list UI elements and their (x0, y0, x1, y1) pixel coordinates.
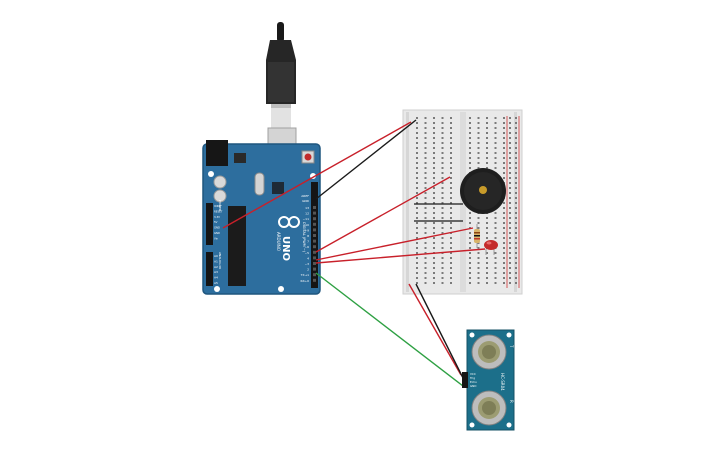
sensor-pin-label: GND (470, 384, 476, 388)
arduino-brand-label: ARDUINO (276, 232, 281, 251)
power-pin-label: GND (214, 226, 220, 230)
piezo-buzzer[interactable] (460, 168, 506, 214)
sensor-transducer-bottom-icon (471, 390, 507, 426)
red-wire-resistor (315, 227, 474, 261)
header-pin[interactable] (313, 256, 316, 260)
digital-pin-label: ~9 (305, 228, 310, 232)
sensor-pin-label: VCC (470, 372, 476, 376)
arduino-logo-icon (278, 216, 300, 228)
green-wire-sensor (315, 272, 464, 387)
gnd-label: GND (302, 199, 310, 203)
power-pin-label: IOREF (214, 204, 222, 208)
header-pin[interactable] (313, 228, 316, 232)
black-wire-gnd (315, 119, 417, 200)
red-led[interactable] (484, 240, 498, 255)
analog-label: ANALOG IN (218, 252, 222, 269)
black-wire-sensor-gnd (415, 283, 466, 383)
sensor-model-label: HC-SR04 (500, 373, 505, 391)
atmega-chip (228, 206, 246, 286)
header-pin[interactable] (313, 234, 316, 237)
header-pin[interactable] (313, 211, 316, 215)
digital-pin-label: 4 (307, 256, 309, 260)
header-pin[interactable] (313, 278, 316, 282)
breadboard[interactable] (402, 109, 523, 295)
arduino-model-label: UNO (280, 236, 291, 261)
digital-pin-label: ~6 (305, 245, 310, 249)
red-wire-led (315, 248, 486, 264)
header-pin[interactable] (313, 245, 316, 249)
header-pin[interactable] (313, 273, 316, 277)
digital-pin-label: ~5 (305, 251, 310, 255)
red-wire-5v (222, 121, 412, 229)
digital-pin-label: RX←0 (300, 279, 309, 283)
digital-pin-label: ~11 (303, 217, 309, 221)
power-pin-label: GND (214, 231, 220, 235)
header-pin[interactable] (313, 250, 316, 254)
sensor-mark-t: T (509, 344, 514, 348)
digital-pin-label: TX→1 (300, 273, 309, 277)
header-pin[interactable] (313, 267, 316, 271)
dc-power-jack (206, 140, 228, 166)
analog-pin-label: A4 (214, 276, 218, 280)
red-wire-sensor-vcc (408, 283, 462, 376)
power-label: POWER (218, 200, 222, 211)
sensor-pin-label: Trig (469, 376, 475, 380)
power-pin-label: 3.3V (214, 215, 220, 219)
digital-pin-label: 13 (305, 206, 309, 210)
header-pin[interactable] (313, 217, 316, 221)
analog-pin-label: A0 (214, 254, 218, 258)
red-wire-buzzer (315, 176, 451, 253)
digital-pin-label: 2 (307, 268, 309, 272)
header-pin[interactable] (313, 206, 316, 209)
analog-pin-label: A3 (214, 270, 218, 274)
sensor-pin-label: Echo (470, 380, 477, 384)
power-pin-label: 5V (214, 220, 218, 224)
header-pin[interactable] (313, 262, 316, 265)
digital-pin-labels: 13 12~11 ~10~9 8 7~6 ~54 ~3 2TX→1RX←0 (300, 206, 316, 283)
digital-pin-label: ~10 (303, 223, 309, 227)
header-pin[interactable] (313, 222, 316, 226)
wires (222, 119, 486, 387)
analog-pin-label: A5 (214, 281, 218, 285)
sensor-mark-r: R (509, 400, 514, 403)
aref-label: AREF (301, 194, 309, 198)
digital-pin-label: ~3 (305, 262, 310, 266)
header-pin[interactable] (313, 239, 316, 243)
digital-pin-label: 7 (307, 240, 309, 244)
power-pin-label: RESET (214, 209, 223, 213)
digital-pin-label: 12 (305, 212, 309, 216)
resistor[interactable] (474, 224, 480, 248)
analog-pin-label: A1 (214, 259, 218, 263)
sensor-transducer-top-icon (471, 334, 507, 370)
power-pin-label: Vin (214, 236, 218, 240)
digital-pin-label: 8 (307, 234, 309, 238)
arduino-uno-board[interactable]: ARDUINO UNO DIGITAL (PWM ~) AREF GND 131… (202, 140, 321, 295)
analog-pin-label: A2 (214, 265, 218, 269)
digital-label: DIGITAL (PWM ~) (302, 222, 306, 253)
